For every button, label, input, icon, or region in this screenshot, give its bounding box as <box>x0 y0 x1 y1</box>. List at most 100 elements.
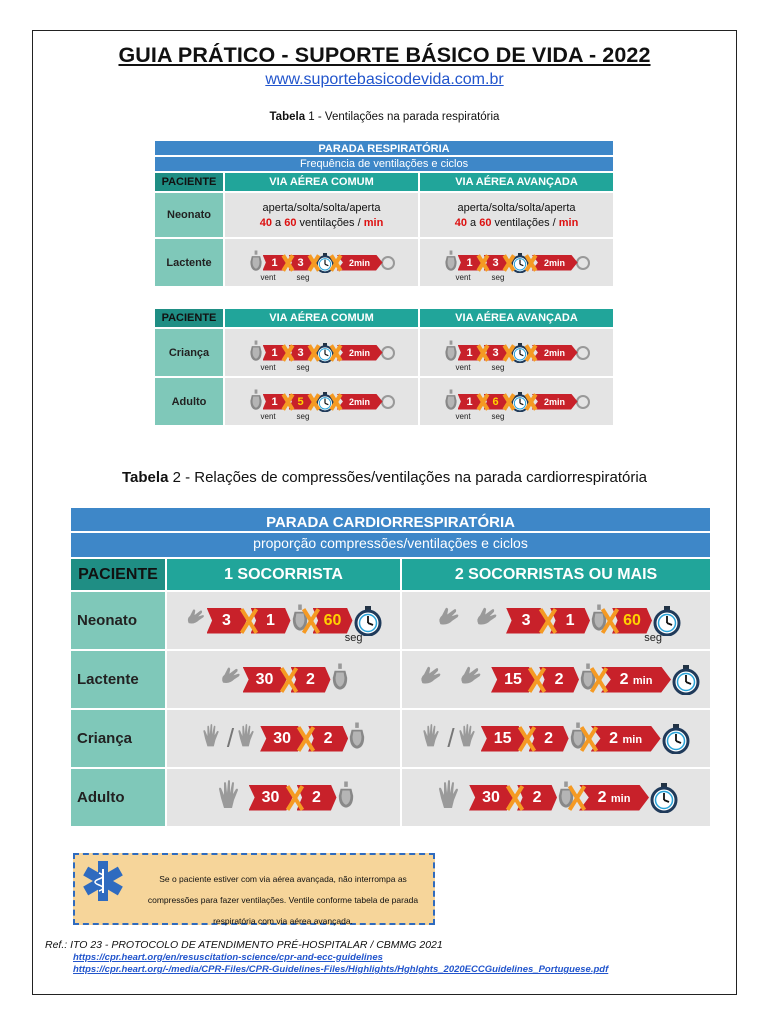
patient-lactente: Lactente <box>69 649 167 710</box>
ref-line: Ref.: ITO 23 - PROTOCOLO DE ATENDIMENTO … <box>45 939 443 951</box>
sequence-chevron: 2 <box>308 725 349 752</box>
note-box: Se o paciente estiver com via aérea avan… <box>73 853 435 926</box>
neonato-advanced-cell: aperta/solta/solta/aperta 40 a 60 ventil… <box>417 191 616 239</box>
sequence-chevron: 2 <box>296 784 337 811</box>
cross-separator <box>569 784 585 812</box>
cross-separator <box>307 254 321 272</box>
note-text: Se o paciente estiver com via aérea avan… <box>147 874 419 926</box>
cross-separator <box>476 344 490 362</box>
cross-separator <box>602 607 618 635</box>
sequence-chevron: 2 <box>290 666 331 693</box>
stopwatch-icon <box>353 605 383 636</box>
cross-separator <box>298 725 314 753</box>
col-advanced-airway: VIA AÉREA AVANÇADA <box>417 171 616 193</box>
patient-adulto: Adulto <box>153 376 225 427</box>
cross-separator <box>281 393 295 411</box>
sequence-chevron: 60 <box>312 607 353 634</box>
sequence-chevron: 1 <box>250 607 291 634</box>
sequence-chevron: 30 <box>242 666 287 693</box>
col-common-airway: VIA AÉREA COMUM <box>223 171 420 193</box>
sequence-chevron: 30 <box>260 725 305 752</box>
sequence-chevron: 2 <box>539 666 580 693</box>
sequence-chevron: 2min <box>336 344 383 361</box>
table1-title: PARADA RESPIRATÓRIA <box>152 139 616 157</box>
cross-separator <box>524 393 538 411</box>
sequence-chevron: 30 <box>469 784 514 811</box>
open-hands-icon <box>213 780 249 815</box>
cross-separator <box>502 254 516 272</box>
table2-subtitle: proporção compressões/ventilações e cicl… <box>68 531 713 559</box>
patient-neonato: Neonato <box>153 191 225 239</box>
ventilation-bag-icon <box>348 721 366 756</box>
sequence-chevron: 2 <box>517 784 558 811</box>
sequence-chevron: 15 <box>491 666 536 693</box>
col-patient: PACIENTE <box>69 557 167 592</box>
table2-caption: Tabela 2 - Relações de compressões/venti… <box>122 469 647 486</box>
cross-separator <box>502 393 516 411</box>
table2: PARADA CARDIORRESPIRATÓRIA proporção com… <box>68 506 713 828</box>
stopwatch-icon <box>652 605 682 636</box>
cross-separator <box>329 393 343 411</box>
cross-separator <box>287 784 303 812</box>
ventilation-bag-icon <box>249 250 263 275</box>
loop-icon <box>575 255 590 270</box>
two-thumb-hands-icon <box>451 664 491 695</box>
sequence-chevron: 2 min <box>601 666 672 693</box>
col-two-rescuers: 2 SOCORRISTAS OU MAIS <box>399 557 713 592</box>
sequence-chevron: 2 min <box>590 725 661 752</box>
ventilation-bag-icon <box>444 389 458 414</box>
patient-lactente: Lactente <box>153 237 225 288</box>
table1-subtitle: Frequência de ventilações e ciclos <box>152 155 616 173</box>
cross-separator <box>476 393 490 411</box>
ref-link-1[interactable]: https://cpr.heart.org/en/resuscitation-s… <box>73 951 383 963</box>
sequence-chevron: 15 <box>480 725 525 752</box>
ventilation-bag-icon <box>444 250 458 275</box>
website-link[interactable]: www.suportebasicodevida.com.br <box>265 71 504 88</box>
patient-neonato: Neonato <box>69 590 167 651</box>
table1-bottom: PACIENTE VIA AÉREA COMUM VIA AÉREA AVANÇ… <box>153 307 615 427</box>
patient-crianca: Criança <box>69 708 167 769</box>
sequence-chevron: 2min <box>531 254 578 271</box>
stopwatch-icon <box>671 664 701 695</box>
cross-separator <box>540 607 556 635</box>
cross-separator <box>502 344 516 362</box>
ventilation-bag-icon <box>444 340 458 365</box>
cross-separator <box>281 254 295 272</box>
star-of-life-icon <box>81 859 125 908</box>
sequence-chevron: 2 <box>528 725 569 752</box>
sequence-chevron: 30 <box>248 784 293 811</box>
cross-separator <box>507 784 523 812</box>
sequence-chevron: 2 min <box>579 784 650 811</box>
two-thumb-hands-icon <box>468 605 506 636</box>
cross-separator <box>307 344 321 362</box>
cross-separator <box>307 393 321 411</box>
cross-separator <box>476 254 490 272</box>
stopwatch-icon <box>649 782 679 813</box>
neonato-common-cell: aperta/solta/solta/aperta 40 a 60 ventil… <box>223 191 420 239</box>
sequence-chevron: 2min <box>531 393 578 410</box>
col-patient: PACIENTE <box>153 307 225 329</box>
sequence-chevron: 1 <box>550 607 591 634</box>
loop-icon <box>380 255 395 270</box>
page-frame: GUIA PRÁTICO - SUPORTE BÁSICO DE VIDA - … <box>32 30 737 995</box>
loop-icon <box>380 394 395 409</box>
cross-separator <box>591 666 607 694</box>
finger-compression-icon <box>219 662 243 697</box>
ref-link-2[interactable]: https://cpr.heart.org/-/media/CPR-Files/… <box>73 964 609 975</box>
cross-separator <box>524 254 538 272</box>
loop-icon <box>380 345 395 360</box>
col-advanced-airway: VIA AÉREA AVANÇADA <box>418 307 615 329</box>
ventilation-bag-icon <box>249 389 263 414</box>
cross-separator <box>241 607 257 635</box>
open-hands-icon <box>433 780 469 815</box>
cross-separator <box>529 666 545 694</box>
